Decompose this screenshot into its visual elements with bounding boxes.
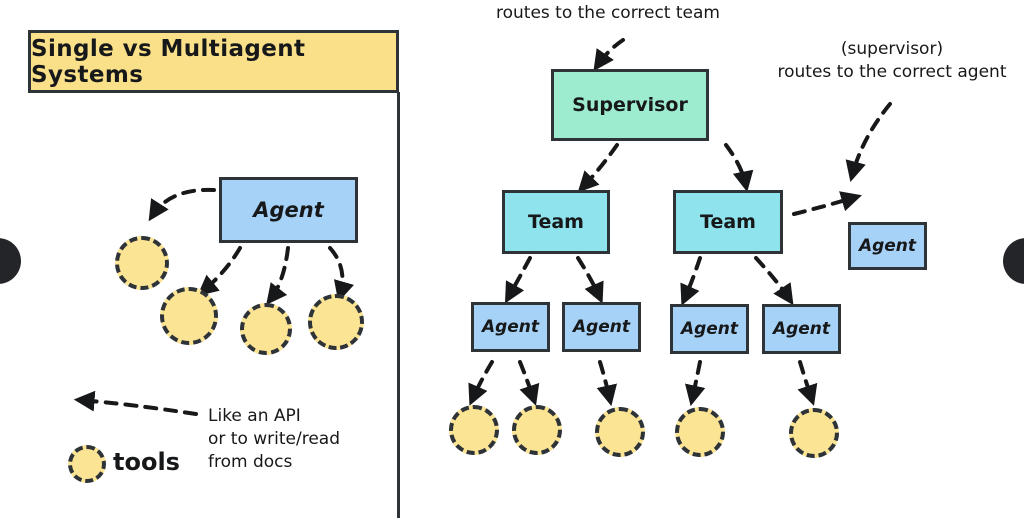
arrow-agent-to-tool-1	[148, 187, 216, 222]
team-box-1[interactable]: Team	[502, 190, 610, 254]
left-tool-circle-1[interactable]	[115, 236, 169, 290]
carousel-next-button[interactable]	[1003, 238, 1024, 284]
arrow-team1-to-agent-1	[504, 256, 532, 304]
arrow-note-team-to-supervisor	[593, 38, 625, 72]
right-tool-circle-3[interactable]	[595, 407, 645, 457]
legend-tool-circle	[68, 445, 106, 483]
arrow-agent4-to-tool	[685, 360, 706, 407]
right-agent-box-2[interactable]: Agent	[562, 302, 641, 352]
right-tool-circle-4[interactable]	[675, 407, 725, 457]
right-tool-circle-5[interactable]	[789, 408, 839, 458]
arrow-note-agent-to-standalone	[845, 102, 892, 183]
team-box-2[interactable]: Team	[673, 190, 783, 254]
arrow-agent3-to-tool	[596, 360, 617, 407]
routes-to-team-annotation: routes to the correct team	[496, 3, 720, 23]
left-tool-circle-2[interactable]	[160, 287, 218, 345]
left-tool-circle-3[interactable]	[240, 303, 292, 355]
arrow-team2-to-agent-3	[680, 256, 702, 306]
right-agent-box-4[interactable]: Agent	[762, 304, 841, 354]
supervisor-box[interactable]: Supervisor	[551, 69, 709, 141]
right-tool-circle-2[interactable]	[512, 405, 562, 455]
left-agent-box[interactable]: Agent	[219, 177, 358, 243]
left-tool-circle-4[interactable]	[308, 294, 364, 350]
routes-to-agent-annotation: (supervisor) routes to the correct agent	[777, 39, 1007, 82]
legend-label: tools	[113, 448, 180, 476]
right-tool-circle-1[interactable]	[449, 405, 499, 455]
carousel-prev-button[interactable]	[0, 238, 21, 284]
page-title: Single vs Multiagent Systems	[28, 30, 399, 93]
arrow-agent-to-tool-4	[328, 246, 354, 303]
arrow-agent-to-tool-2	[197, 246, 242, 296]
arrow-agent2-to-tool	[518, 360, 540, 406]
arrow-legend-pointer	[73, 390, 198, 416]
arrow-agent5-to-tool	[797, 360, 818, 406]
arrow-team2-to-agent-4	[754, 256, 794, 306]
panel-divider	[397, 92, 400, 518]
right-standalone-agent-box[interactable]: Agent	[848, 222, 927, 270]
arrow-agent-to-tool-3	[266, 246, 290, 305]
arrow-team1-to-agent-2	[576, 256, 604, 304]
arrow-team2-to-standalone-agent	[792, 191, 862, 216]
right-agent-box-3[interactable]: Agent	[670, 304, 749, 354]
arrow-supervisor-to-team-2	[724, 143, 754, 193]
right-agent-box-1[interactable]: Agent	[471, 302, 550, 352]
arrow-agent1-to-tool	[468, 360, 494, 406]
tools-annotation: Like an API or to write/read from docs	[208, 406, 341, 472]
arrow-supervisor-to-team-1	[577, 143, 619, 193]
